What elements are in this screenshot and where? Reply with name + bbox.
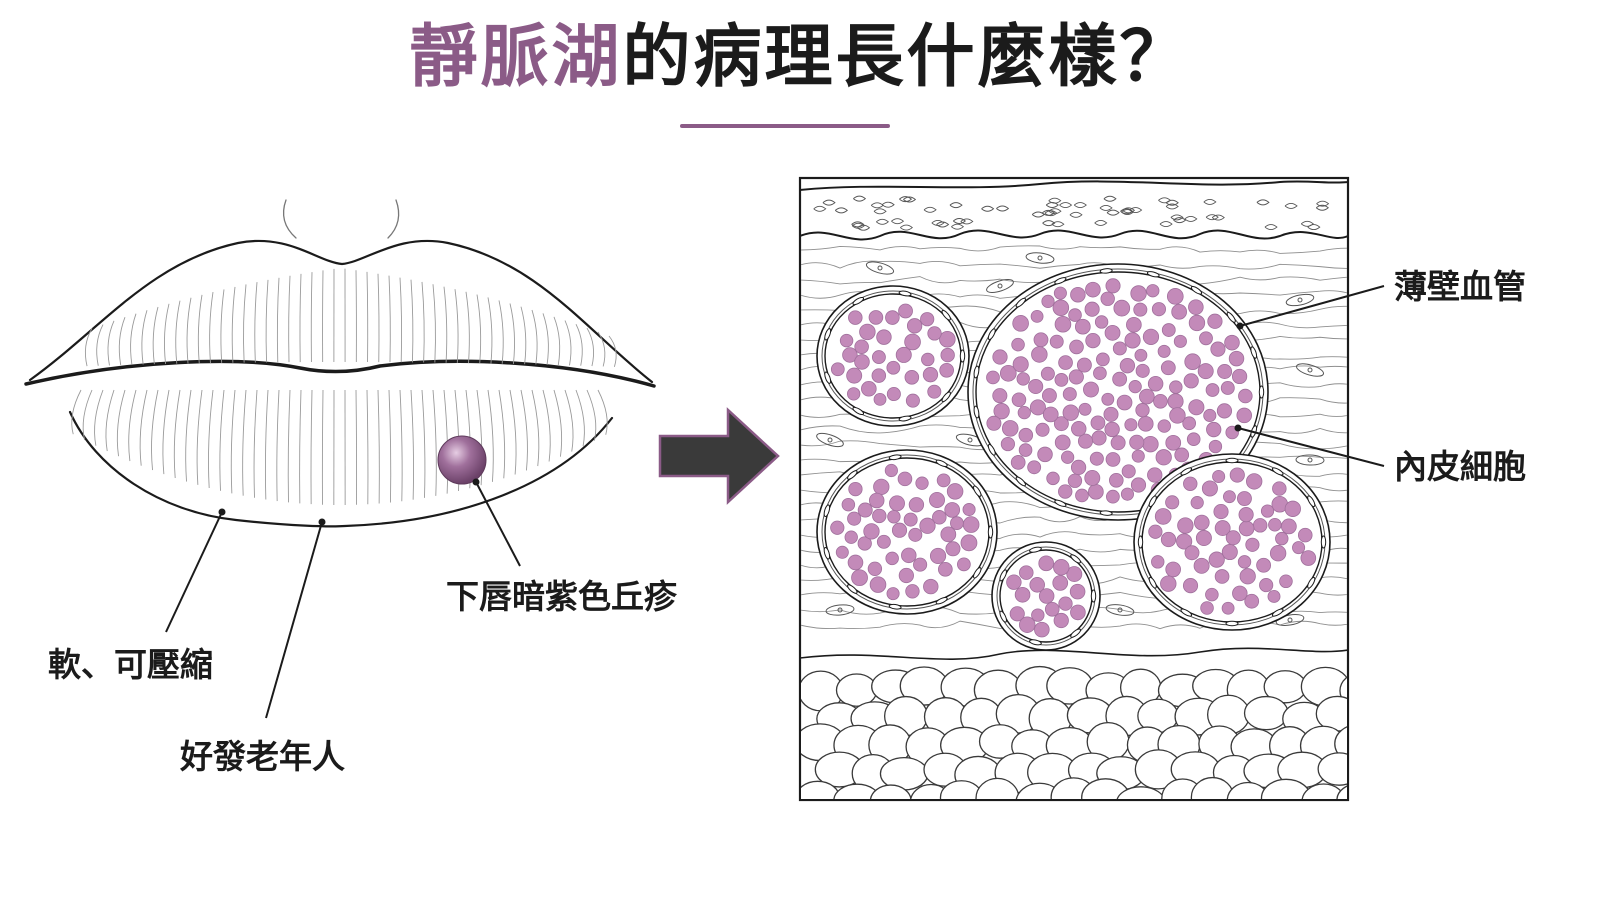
thin-walled-vessel: [967, 263, 1269, 521]
thin-walled-vessel: [816, 285, 970, 427]
title-rest: 的病理長什麼樣？: [622, 18, 1191, 97]
basement-membrane: [801, 229, 1347, 241]
thin-walled-vessel: [991, 541, 1101, 651]
thin-walled-vessel: [1133, 453, 1331, 631]
adipocytes: [801, 665, 1347, 799]
upper-lip-outline: [28, 239, 654, 384]
thin-wall-vessel-label: 薄壁血管: [1394, 267, 1526, 306]
direction-arrow: [658, 407, 780, 505]
histology-section: [801, 180, 1347, 799]
page-title: 靜脈湖的病理長什麼樣？: [0, 24, 1600, 92]
lower-lip-outline: [68, 410, 614, 528]
thin-walled-vessel: [816, 449, 998, 615]
soft-compressible-label: 軟、可壓縮: [48, 645, 213, 684]
endothelial-cell-label: 內皮細胞: [1394, 447, 1526, 486]
title-accent: 靜脈湖: [409, 18, 623, 97]
epidermis-surface: [801, 180, 1347, 191]
title-underline: [680, 124, 890, 128]
thin-wall-leader-line: [1239, 285, 1385, 327]
lesion-label: 下唇暗紫色丘疹: [446, 577, 677, 616]
lesion-leader-line: [475, 481, 521, 567]
venous-lake-papule: [437, 435, 487, 485]
endothelium-leader-line: [1237, 427, 1385, 467]
soft-leader-line: [165, 511, 223, 633]
mouth-line: [24, 359, 656, 388]
elderly-label: 好發老年人: [180, 737, 345, 776]
elderly-leader-line: [265, 521, 323, 719]
